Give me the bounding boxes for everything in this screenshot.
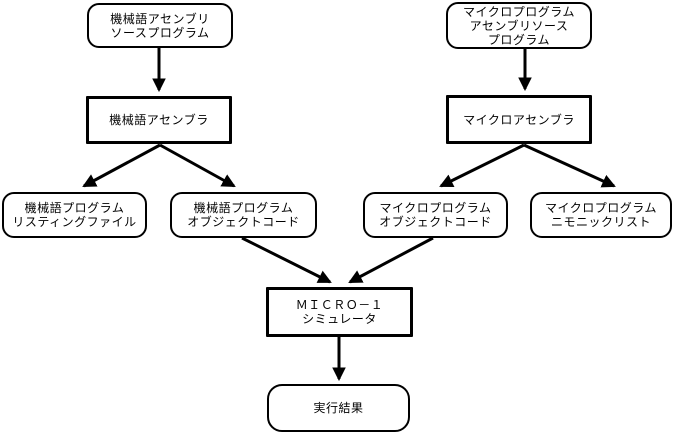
node-label-line: 機械語アセンブリ: [110, 11, 210, 26]
node-label-line: マイクロアセンブラ: [463, 112, 575, 127]
node-execution-result: 実行結果: [267, 384, 410, 432]
node-label-line: ソースプログラム: [110, 25, 210, 40]
node-machine-language-listing-file: 機械語プログラム リスティングファイル: [2, 192, 147, 238]
node-label-line: マイクロプログラム: [463, 4, 575, 19]
arrow-mp-object-to-simulator: [348, 236, 434, 284]
node-label-line: ＭＩＣＲＯ－１: [295, 298, 384, 312]
arrow-micro-assembler-to-mp-mnemonic: [523, 143, 616, 188]
node-label-line: オブジェクトコード: [187, 215, 300, 229]
node-label-line: ニモニックリスト: [550, 215, 651, 229]
node-micro1-simulator: ＭＩＣＲＯ－１ シミュレータ: [266, 287, 413, 337]
node-microprogram-mnemonic-list: マイクロプログラム ニモニックリスト: [530, 192, 672, 238]
node-microprogram-object-code: マイクロプログラム オブジェクトコード: [363, 192, 508, 238]
node-label-line: シミュレータ: [302, 312, 377, 326]
node-label-line: 機械語アセンブラ: [109, 113, 209, 127]
node-label-line: 実行結果: [313, 401, 364, 415]
node-machine-language-assembly-source: 機械語アセンブリ ソースプログラム: [87, 3, 233, 48]
arrow-ml-assembler-to-ml-object: [159, 143, 236, 188]
node-label-line: マイクロプログラム: [545, 201, 657, 215]
node-label-line: 機械語プログラム: [193, 201, 294, 215]
node-label-line: 機械語プログラム: [24, 201, 125, 215]
node-machine-language-object-code: 機械語プログラム オブジェクトコード: [170, 192, 317, 238]
node-label-line: アセンブリソース: [469, 18, 569, 33]
arrow-ml-object-to-simulator: [241, 236, 332, 284]
node-label-line: オブジェクトコード: [379, 215, 492, 229]
node-label-line: マイクロプログラム: [379, 201, 492, 215]
arrow-ml-assembler-to-ml-listing: [82, 143, 161, 188]
node-label-line: リスティングファイル: [12, 215, 137, 229]
node-label-line: プログラム: [487, 32, 551, 47]
node-micro-assembler: マイクロアセンブラ: [446, 95, 592, 144]
node-machine-language-assembler: 機械語アセンブラ: [86, 96, 232, 144]
arrow-micro-assembler-to-mp-object: [439, 143, 525, 188]
node-microprogram-assembly-source: マイクロプログラム アセンブリソース プログラム: [446, 2, 592, 49]
